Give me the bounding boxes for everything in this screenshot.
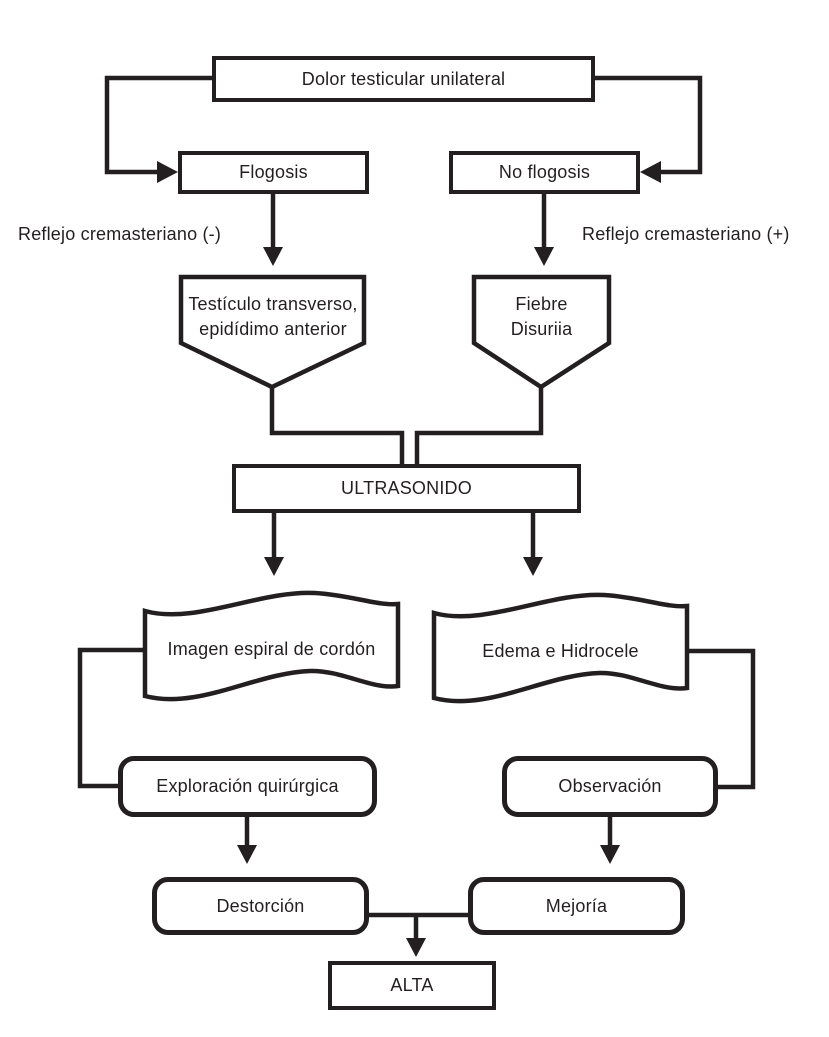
connector-fiebre-to-ultrasonido xyxy=(414,386,544,470)
node-fiebre-line1: Fiebre xyxy=(515,294,568,314)
edge-label-reflejo-negativo: Reflejo cremasteriano (-) xyxy=(18,224,222,244)
node-alta-label: ALTA xyxy=(390,975,434,995)
node-alta: ALTA xyxy=(328,961,496,1010)
arrowhead-into-alta xyxy=(406,938,426,957)
node-no-flogosis: No flogosis xyxy=(449,151,640,194)
connector-imagen-to-exploracion xyxy=(77,647,148,789)
node-imagen-espiral: Imagen espiral de cordón xyxy=(150,607,393,691)
node-edema-hidrocele: Edema e Hidrocele xyxy=(439,609,682,693)
node-exploracion-quirurgica: Exploración quirúrgica xyxy=(118,756,377,817)
node-testiculo-line2: epidídimo anterior xyxy=(199,319,347,339)
pentagon-fiebre-shape xyxy=(471,274,612,390)
node-fiebre-line2: Disuriia xyxy=(510,319,573,339)
node-ultrasonido-label: ULTRASONIDO xyxy=(341,478,472,498)
node-testiculo-transverso: Testículo transverso, epidídimo anterior xyxy=(183,280,363,354)
node-dolor-testicular: Dolor testicular unilateral xyxy=(212,56,595,102)
node-fiebre-disuria: Fiebre Disuriia xyxy=(476,280,607,354)
connector-edema-to-observacion xyxy=(684,648,756,790)
node-testiculo-line1: Testículo transverso, xyxy=(188,294,358,314)
node-exploracion-label: Exploración quirúrgica xyxy=(156,776,339,796)
connector-dolor-to-no-flogosis xyxy=(594,75,703,175)
edge-label-reflejo-positivo: Reflejo cremasteriano (+) xyxy=(582,224,790,244)
arrowhead-into-no-flogosis xyxy=(640,161,661,183)
node-flogosis-label: Flogosis xyxy=(239,162,308,182)
node-mejoria-label: Mejoría xyxy=(545,895,608,916)
node-observacion-label: Observación xyxy=(558,776,662,796)
pentagon-testiculo-shape xyxy=(178,274,367,390)
node-destorcion-label: Destorción xyxy=(216,895,305,916)
arrowhead-exploracion-down xyxy=(237,845,257,864)
node-no-flogosis-label: No flogosis xyxy=(498,162,591,182)
node-observacion: Observación xyxy=(502,756,718,817)
node-dolor-testicular-label: Dolor testicular unilateral xyxy=(301,68,506,89)
node-flogosis: Flogosis xyxy=(178,151,369,194)
arrowhead-no-flogosis-down xyxy=(534,247,554,266)
node-mejoria: Mejoría xyxy=(468,877,685,935)
wave-flag-imagen-shape xyxy=(142,590,401,702)
node-destorcion: Destorción xyxy=(152,877,369,935)
wave-flag-edema-shape xyxy=(431,592,690,704)
connector-dolor-to-flogosis xyxy=(104,75,213,175)
arrowhead-observacion-down xyxy=(600,845,620,864)
node-ultrasonido: ULTRASONIDO xyxy=(232,464,581,513)
node-imagen-espiral-label: Imagen espiral de cordón xyxy=(167,638,376,659)
connector-testiculo-to-ultrasonido xyxy=(269,386,405,470)
arrowhead-ultrasonido-left xyxy=(264,557,284,576)
arrowhead-flogosis-down xyxy=(263,247,283,266)
node-edema-hidrocele-label: Edema e Hidrocele xyxy=(482,640,639,661)
arrowhead-ultrasonido-right xyxy=(523,557,543,576)
arrowhead-into-flogosis xyxy=(157,161,178,183)
